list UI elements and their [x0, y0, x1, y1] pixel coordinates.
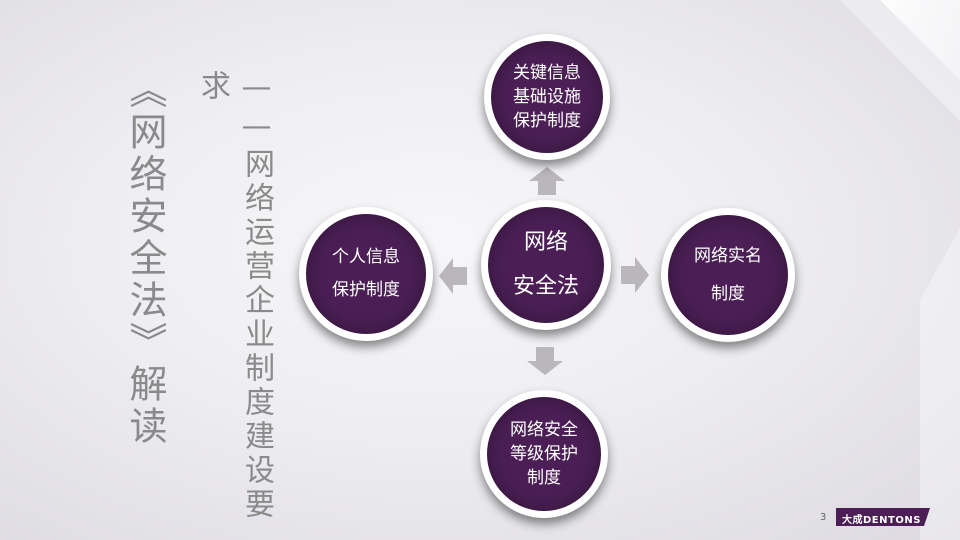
node-label: 网络 安全法 — [512, 230, 579, 299]
arrow-left-icon — [439, 258, 467, 294]
page-subtitle: ——网络运营企业制度建设要求 — [195, 70, 274, 522]
node-critical-infrastructure: 关键信息 基础设施 保护制度 — [484, 34, 610, 160]
logo-text: 大成DENTONS — [842, 515, 921, 526]
node-label: 网络实名 制度 — [694, 246, 762, 304]
arrow-right-icon — [621, 257, 649, 293]
node-label: 关键信息 基础设施 保护制度 — [513, 63, 581, 131]
node-level-protection: 网络安全 等级保护 制度 — [480, 390, 608, 518]
node-cybersecurity-law: 网络 安全法 — [481, 200, 611, 330]
page-title: 《网络安全法》解读 — [123, 70, 167, 448]
background-arrow-shape — [840, 0, 960, 540]
arrow-up-icon — [529, 167, 565, 195]
page-number: 3 — [820, 512, 827, 523]
arrow-down-icon — [527, 347, 563, 375]
logo-banner — [836, 508, 930, 526]
node-personal-information: 个人信息 保护制度 — [299, 207, 433, 341]
node-label: 个人信息 保护制度 — [332, 247, 400, 300]
node-label: 网络安全 等级保护 制度 — [510, 420, 578, 488]
node-real-name: 网络实名 制度 — [661, 208, 795, 342]
